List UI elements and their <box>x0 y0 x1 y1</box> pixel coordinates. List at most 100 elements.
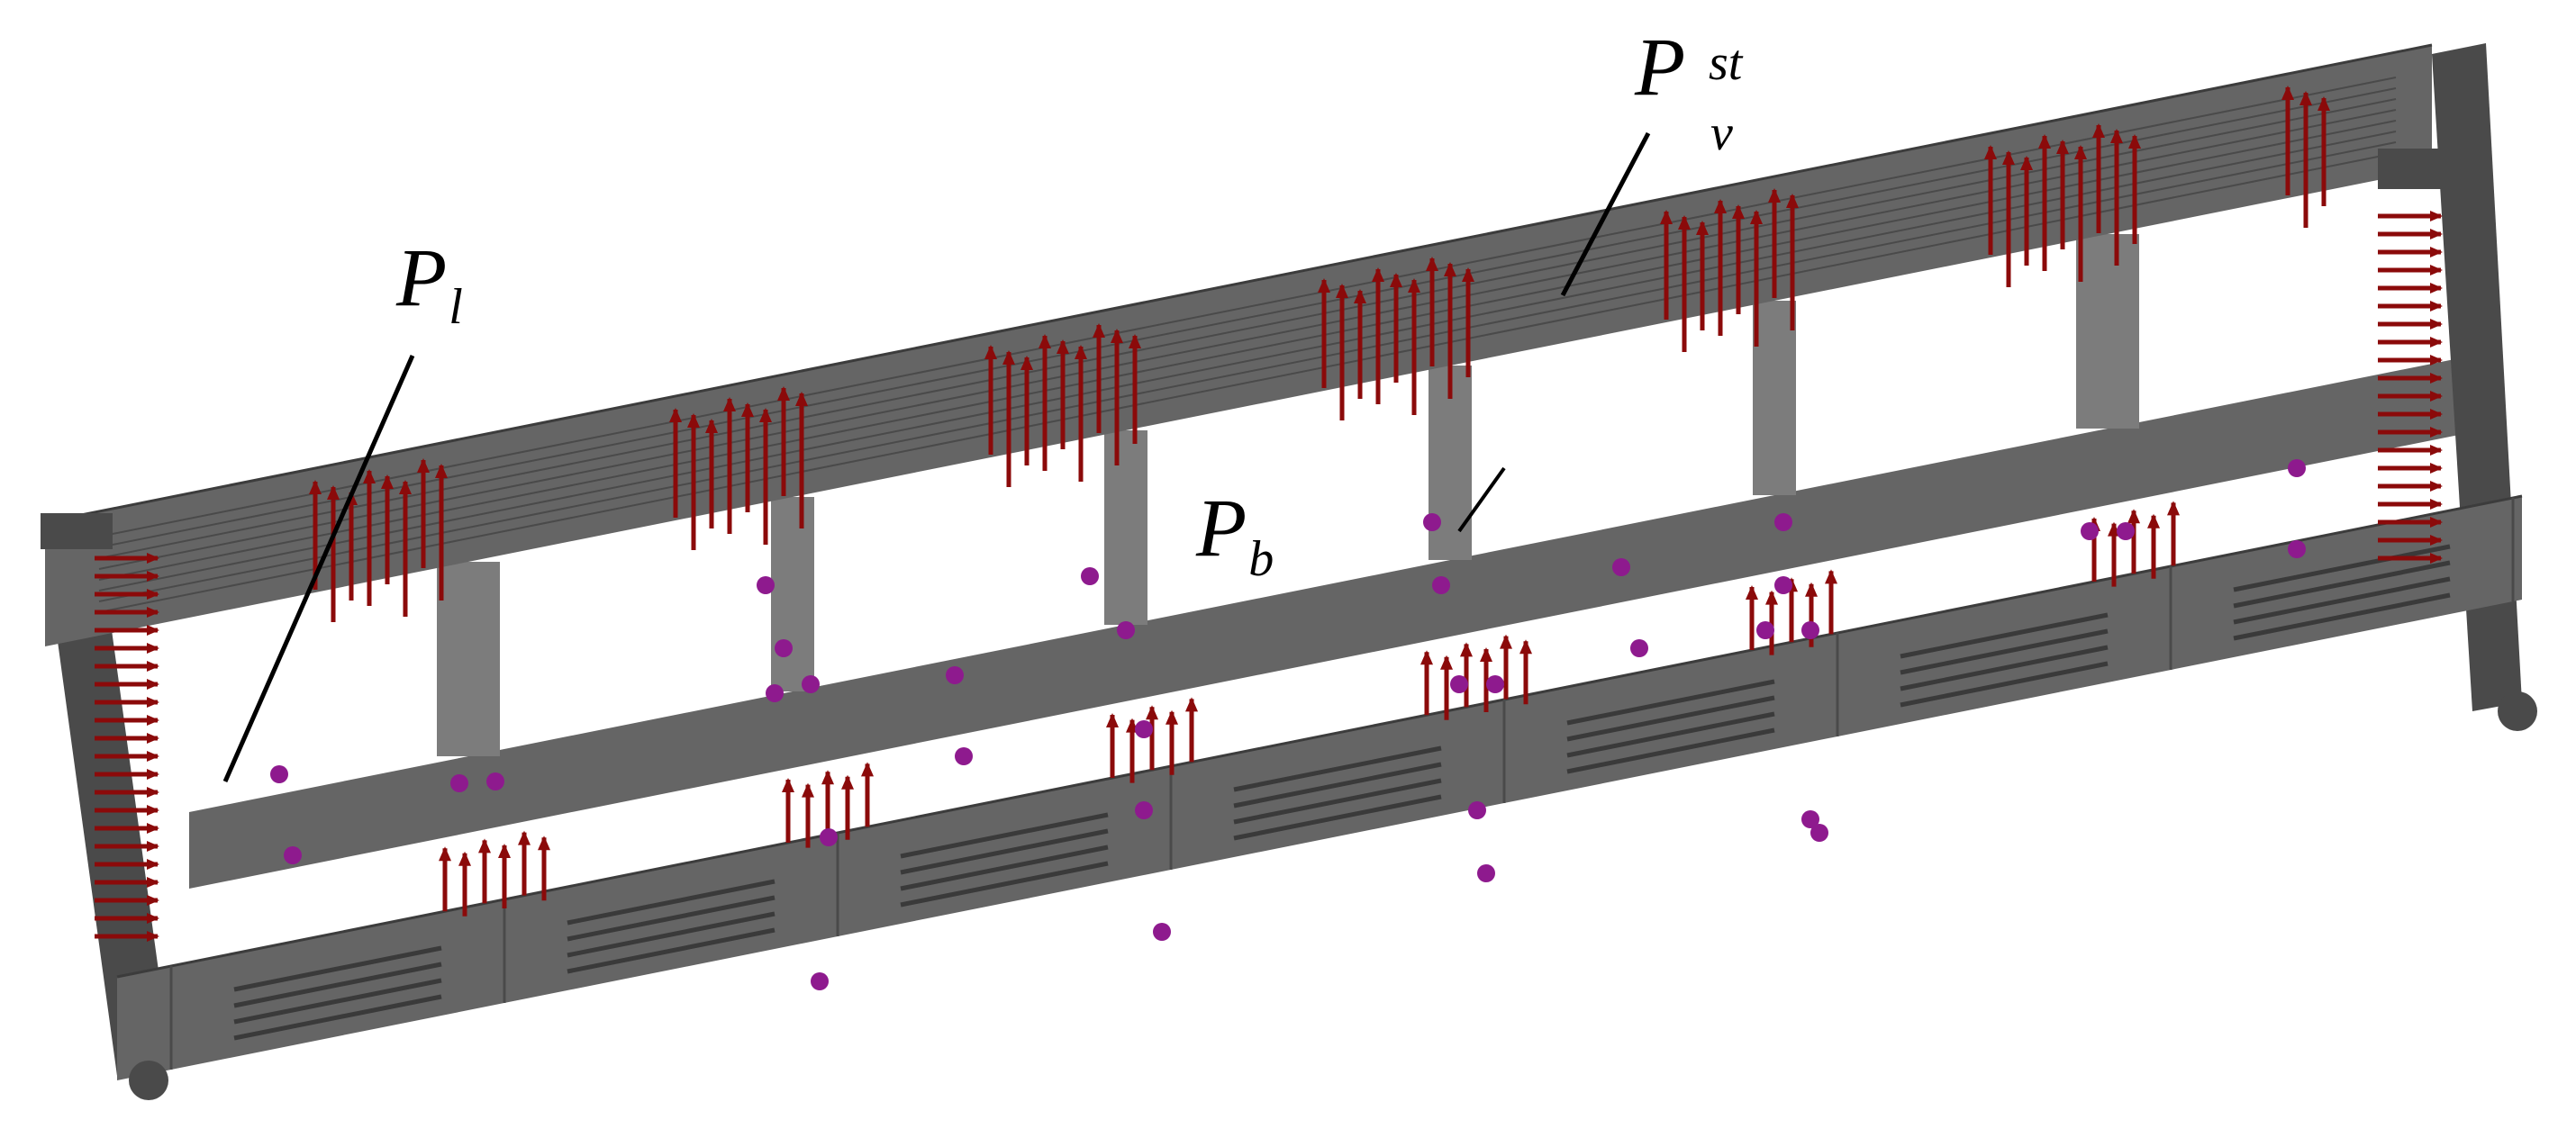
arrow-head <box>478 838 491 854</box>
longitudinal-load-arrow <box>2378 319 2443 330</box>
louver-slot <box>567 895 776 942</box>
arrow-head <box>782 778 794 792</box>
vertical-load-arrow <box>478 838 491 904</box>
vertical-load-arrow <box>741 402 754 512</box>
arrow-head <box>2020 156 2033 170</box>
node-marker <box>1153 923 1171 941</box>
vertical-load-arrow <box>417 458 430 568</box>
louver-slot <box>1233 762 1442 808</box>
arrow-head <box>1460 642 1473 657</box>
vertical-load-arrow <box>759 408 772 545</box>
node-marker <box>2081 522 2099 540</box>
arrow-head <box>518 830 531 845</box>
arrow-head <box>2430 391 2443 402</box>
node-marker <box>1630 639 1648 657</box>
arrow-head <box>1805 582 1818 597</box>
arrow-head <box>538 835 550 851</box>
top-beam <box>45 45 2432 646</box>
arrow-head <box>1825 569 1837 584</box>
node-marker <box>270 765 288 783</box>
arrow-head <box>2317 96 2330 111</box>
louver-slot <box>567 879 776 926</box>
arrow-head <box>1336 284 1348 298</box>
vertical-load-arrow <box>1372 267 1384 404</box>
vertical-load-arrow <box>1039 334 1051 471</box>
node-marker <box>1477 864 1495 882</box>
arrow-head <box>1984 145 1997 159</box>
louver-slot <box>2233 576 2451 625</box>
arrow-head <box>1129 334 1141 348</box>
node-marker <box>1135 720 1153 738</box>
vertical-load-arrow <box>435 464 448 601</box>
longitudinal-load-arrow <box>2378 535 2443 546</box>
arrow-head <box>1372 267 1384 282</box>
arrow-head <box>147 751 159 762</box>
vertical-load-arrow <box>2074 145 2087 282</box>
arrow-head <box>2056 140 2069 154</box>
arrow-head <box>2147 513 2160 528</box>
arrow-head <box>821 770 834 785</box>
longitudinal-load-arrow <box>95 661 159 672</box>
vertical-load-arrow <box>1984 145 1997 255</box>
vertical-load-arrow <box>1318 278 1330 388</box>
vertical-load-arrow <box>1111 329 1123 465</box>
node-marker <box>811 972 829 990</box>
louver-slot <box>1566 695 1775 742</box>
node-marker <box>1423 513 1441 531</box>
arrow-head <box>1500 634 1512 649</box>
arrow-head <box>147 805 159 816</box>
vertical-load-arrow <box>327 485 340 622</box>
longitudinal-load-arrow <box>2378 391 2443 402</box>
louver-slot <box>1566 679 1775 726</box>
vertical-load-arrow <box>1714 199 1727 336</box>
node-marker <box>955 747 973 765</box>
node-marker <box>946 666 964 684</box>
top-beam-rib <box>98 120 2397 581</box>
vertical-load-arrow <box>2038 134 2051 271</box>
vertical-load-arrow <box>723 397 736 534</box>
vertical-load-arrow <box>1390 273 1402 383</box>
arrow-head <box>2430 301 2443 312</box>
leader-lines <box>222 131 1651 783</box>
arrow-head <box>147 571 159 582</box>
longitudinal-load-arrow <box>95 823 159 834</box>
label-p-l-sub: l <box>449 279 463 335</box>
node-marker <box>284 846 302 864</box>
longitudinal-load-arrow <box>95 679 159 690</box>
top-left-cap <box>41 513 113 549</box>
arrow-head <box>1420 650 1433 665</box>
arrow-head <box>841 774 854 790</box>
top-beam-edge <box>44 43 2433 524</box>
arrow-head <box>2167 501 2180 516</box>
longitudinal-load-arrow <box>95 859 159 870</box>
longitudinal-load-arrow <box>95 589 159 600</box>
arrow-head <box>1765 590 1778 605</box>
arrow-head <box>2430 535 2443 546</box>
arrow-head <box>2127 509 2140 524</box>
vertical-load-arrow <box>2127 509 2140 574</box>
node-marker <box>1801 810 1819 828</box>
top-beam-rib <box>98 77 2397 537</box>
longitudinal-load-arrow <box>95 571 159 582</box>
vertical-load-arrow <box>1146 705 1158 771</box>
node-marker <box>1450 675 1468 693</box>
arrow-head <box>2430 337 2443 348</box>
arrow-head <box>2430 463 2443 474</box>
vertical-load-arrow <box>1480 647 1492 712</box>
leader-p-v-st <box>1560 131 1651 297</box>
arrow-head <box>147 643 159 654</box>
arrow-head <box>147 625 159 636</box>
vertical-load-arrow <box>1426 257 1438 366</box>
arrow-head <box>1519 639 1532 655</box>
vertical-load-arrow <box>2299 91 2312 228</box>
arrow-head <box>1185 697 1198 712</box>
vertical-load-arrow <box>1746 585 1758 650</box>
louver-slot <box>2233 560 2451 609</box>
vertical-load-arrow <box>1765 590 1778 655</box>
arrow-head <box>399 480 412 494</box>
louver-slot <box>2233 544 2451 592</box>
vertical-load-arrow <box>439 846 451 912</box>
louver-slot <box>900 844 1109 891</box>
louver-slot <box>900 861 1109 908</box>
